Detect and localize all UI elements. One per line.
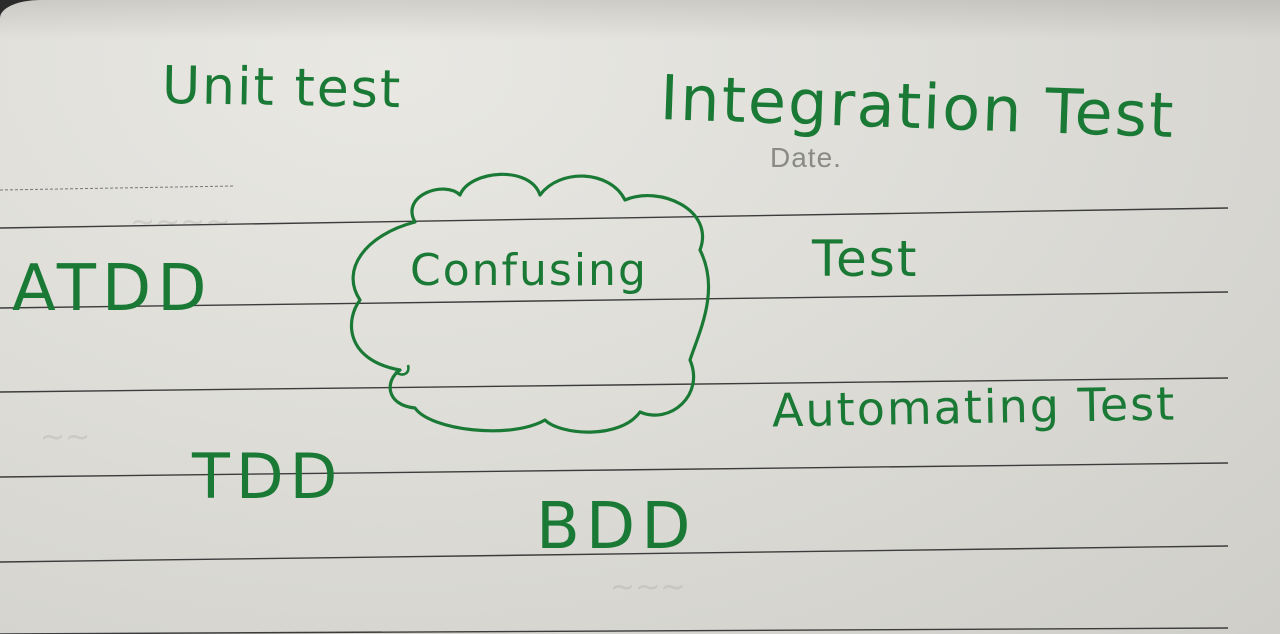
rule-line-3 [0, 377, 1229, 393]
rule-line-4 [0, 462, 1229, 478]
ghost-text: ~~~~ [130, 205, 231, 240]
rule-line-1 [0, 207, 1229, 229]
note-test: Test [812, 230, 919, 288]
cloud-curl [394, 364, 410, 376]
date-label: Date. [770, 142, 842, 173]
rule-line-2 [0, 291, 1229, 309]
dotted-header-line [0, 185, 236, 191]
note-confusing: Confusing [410, 245, 648, 296]
ghost-text: ~~ [40, 420, 91, 455]
ghost-text: ~~~ [610, 570, 686, 605]
note-bdd: BDD [536, 490, 697, 564]
note-unit-test: Unit test [161, 55, 403, 121]
cloud-outline [349, 172, 711, 434]
rule-line-5 [0, 545, 1229, 563]
note-automating-test: Automating Test [771, 376, 1177, 438]
note-tdd: TDD [192, 440, 344, 513]
rule-line-6 [0, 627, 1229, 634]
note-atdd: ATDD [12, 252, 213, 326]
